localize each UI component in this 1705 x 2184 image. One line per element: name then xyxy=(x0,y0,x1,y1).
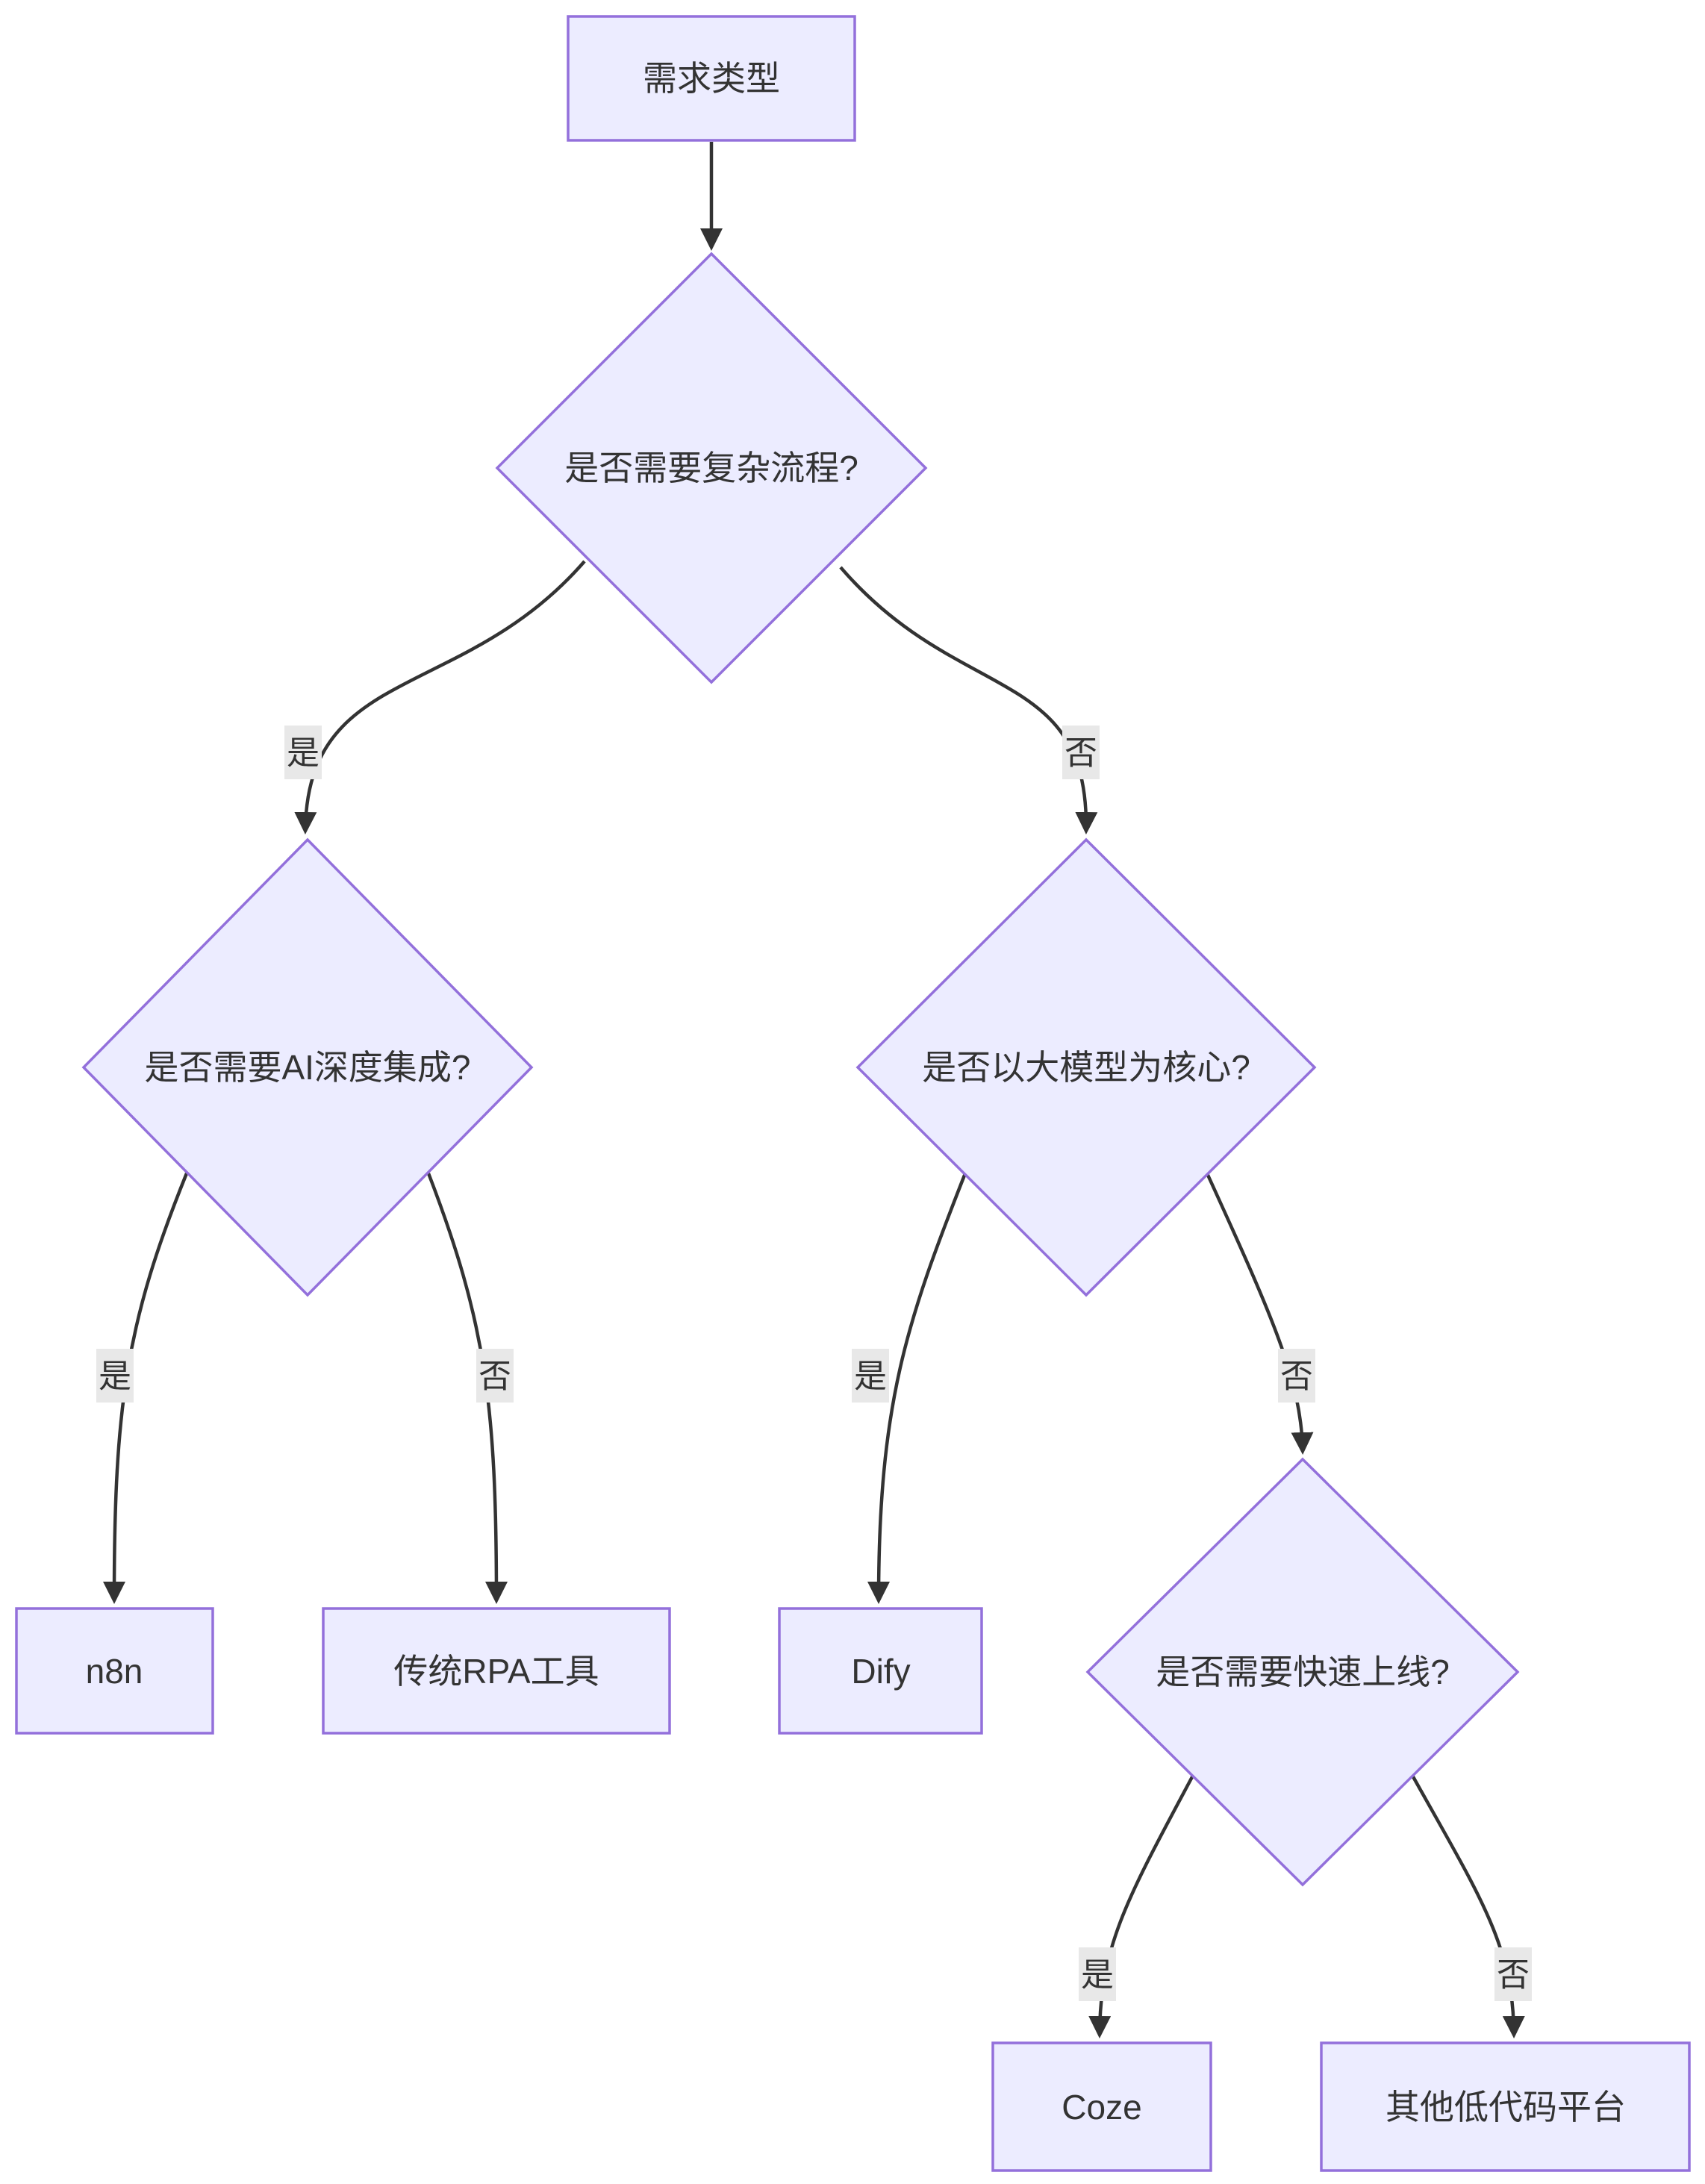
node-n8n-shape xyxy=(15,1607,214,1735)
edge-label-complex-no: 否 xyxy=(1062,726,1100,779)
edge-label-llm-yes: 是 xyxy=(852,1349,889,1403)
node-dify-shape xyxy=(778,1607,983,1735)
decision-llm-core-shape xyxy=(855,837,1317,1297)
decision-ai-integration-shape xyxy=(81,837,534,1297)
edge-label-bg xyxy=(852,1349,889,1403)
edge-label-bg xyxy=(476,1349,514,1403)
decision-llm-core: 是否以大模型为核心? xyxy=(855,837,1317,1297)
node-lowcode-platforms-label: 其他低代码平台 xyxy=(1385,2088,1626,2127)
decision-complex-process-shape xyxy=(495,252,928,684)
node-requirement-type-label: 需求类型 xyxy=(643,59,780,98)
edge-label-llm-no: 否 xyxy=(1278,1349,1315,1403)
decision-ai-integration-label: 是否需要AI深度集成? xyxy=(144,1048,470,1087)
decision-llm-core-label: 是否以大模型为核心? xyxy=(922,1048,1250,1087)
node-coze: Coze xyxy=(991,2041,1212,2172)
decision-quick-launch-label: 是否需要快速上线? xyxy=(1156,1653,1450,1691)
decision-complex-process-label: 是否需要复杂流程? xyxy=(564,449,858,487)
edge-label-text: 否 xyxy=(479,1358,511,1395)
node-coze-label: Coze xyxy=(1062,2088,1141,2127)
edge-label-bg xyxy=(284,726,322,779)
node-dify: Dify xyxy=(778,1607,983,1735)
edge-label-bg xyxy=(1278,1349,1315,1403)
edge-label-ai-no: 否 xyxy=(476,1349,514,1403)
edge-llm-no xyxy=(1205,1173,1314,1455)
edge-label-bg xyxy=(1079,1947,1116,2001)
edge-label-bg xyxy=(1062,726,1100,779)
edge-complex-no xyxy=(839,566,1098,834)
decision-complex-process: 是否需要复杂流程? xyxy=(495,252,928,684)
node-n8n-label: n8n xyxy=(86,1652,143,1691)
node-rpa-tools-shape xyxy=(322,1607,671,1735)
edge-complex-yes xyxy=(294,560,586,834)
node-lowcode-platforms-shape xyxy=(1320,2041,1691,2172)
edge-label-text: 是 xyxy=(99,1358,131,1395)
node-rpa-tools: 传统RPA工具 xyxy=(322,1607,671,1735)
edge-label-text: 否 xyxy=(1065,735,1097,772)
node-coze-shape xyxy=(991,2041,1212,2172)
edge-label-bg xyxy=(1494,1947,1532,2001)
edge-label-ai-yes: 是 xyxy=(96,1349,134,1403)
node-lowcode-platforms: 其他低代码平台 xyxy=(1320,2041,1691,2172)
edge-label-text: 否 xyxy=(1497,1957,1530,1994)
edge-label-bg xyxy=(96,1349,134,1403)
node-rpa-tools-label: 传统RPA工具 xyxy=(393,1652,599,1691)
decision-quick-launch-shape xyxy=(1085,1457,1520,1887)
edge-labels-layer: 是 否 是 否 是 否 是 xyxy=(96,726,1532,2001)
node-n8n: n8n xyxy=(15,1607,214,1735)
decision-ai-integration: 是否需要AI深度集成? xyxy=(81,837,534,1297)
edge-label-text: 是 xyxy=(1081,1957,1114,1994)
edge-label-text: 是 xyxy=(287,735,320,772)
edge-llm-yes xyxy=(867,1173,967,1604)
edge-label-text: 是 xyxy=(854,1358,887,1395)
edge-label-quick-no: 否 xyxy=(1494,1947,1532,2001)
nodes-layer: 需求类型 是否需要复杂流程? 是否需要AI深度集成? 是否以大模型为核心? 是否… xyxy=(15,15,1691,2172)
edge-label-complex-yes: 是 xyxy=(284,726,322,779)
node-requirement-type-shape xyxy=(567,15,856,142)
decision-quick-launch: 是否需要快速上线? xyxy=(1085,1457,1520,1887)
node-dify-label: Dify xyxy=(851,1652,910,1691)
edge-label-text: 否 xyxy=(1280,1358,1313,1395)
edge-label-quick-yes: 是 xyxy=(1079,1947,1116,2001)
node-requirement-type: 需求类型 xyxy=(567,15,856,142)
